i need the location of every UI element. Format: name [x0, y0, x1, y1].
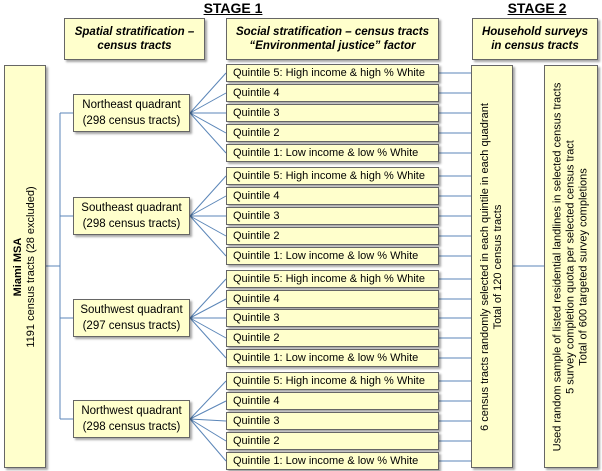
quintile-box: Quintile 4: [226, 392, 439, 410]
quintile-label: Quintile 4: [233, 190, 280, 202]
survey-line3: Total of 600 targeted survey completions: [577, 167, 590, 366]
quadrant-southeast: Southeast quadrant (298 census tracts): [73, 197, 190, 235]
household-survey-box: Used random sample of listed residential…: [544, 65, 598, 468]
quintile-label: Quintile 3: [233, 312, 280, 324]
quintile-box: Quintile 3: [226, 207, 439, 225]
quintile-label: Quintile 5: High income & high % White: [233, 67, 425, 79]
household-surveys-header: Household surveys in census tracts: [472, 18, 598, 60]
quintile-box: Quintile 5: High income & high % White: [226, 167, 439, 185]
quintile-box: Quintile 4: [226, 187, 439, 205]
quintile-box: Quintile 5: High income & high % White: [226, 270, 439, 288]
quintile-box: Quintile 1: Low income & low % White: [226, 247, 439, 265]
quintile-label: Quintile 3: [233, 415, 280, 427]
quintile-label: Quintile 5: High income & high % White: [233, 375, 425, 387]
quadrant-name: Northeast quadrant: [82, 99, 181, 111]
quadrant-name: Southwest quadrant: [80, 304, 183, 316]
quadrant-tracts: (298 census tracts): [82, 218, 181, 230]
quintile-box: Quintile 5: High income & high % White: [226, 64, 439, 82]
quintile-label: Quintile 1: Low income & low % White: [233, 455, 419, 467]
household-header-label: Household surveys in census tracts: [481, 26, 589, 52]
social-stratification-header: Social stratification – census tracts “E…: [226, 18, 439, 60]
quadrant-southwest: Southwest quadrant (297 census tracts): [73, 299, 190, 337]
survey-line2: 5 survey completion quota per selected c…: [564, 139, 577, 394]
quintile-box: Quintile 2: [226, 432, 439, 450]
quintile-label: Quintile 2: [233, 435, 280, 447]
selection-line1: 6 census tracts randomly selected in eac…: [479, 102, 491, 431]
social-header-line1: Social stratification – census tracts: [235, 26, 430, 38]
quintile-box: Quintile 3: [226, 104, 439, 122]
spatial-header-label: Spatial stratification – census tracts: [74, 26, 195, 52]
miami-msa-box: Miami MSA 1191 census tracts (28 exclude…: [4, 65, 46, 468]
quintile-label: Quintile 1: Low income & low % White: [233, 147, 419, 159]
quadrant-northeast: Northeast quadrant (298 census tracts): [73, 94, 190, 132]
quadrant-tracts: (297 census tracts): [82, 320, 181, 332]
quintile-box: Quintile 1: Low income & low % White: [226, 452, 439, 470]
quintile-label: Quintile 5: High income & high % White: [233, 273, 425, 285]
stage-1-title: STAGE 1: [203, 0, 263, 16]
tract-selection-box: 6 census tracts randomly selected in eac…: [471, 65, 513, 468]
quintile-label: Quintile 2: [233, 127, 280, 139]
quintile-box: Quintile 2: [226, 227, 439, 245]
quintile-label: Quintile 5: High income & high % White: [233, 170, 425, 182]
quintile-box: Quintile 3: [226, 309, 439, 327]
msa-title: Miami MSA: [12, 237, 24, 296]
quintile-label: Quintile 3: [233, 210, 280, 222]
quadrant-tracts: (298 census tracts): [82, 421, 181, 433]
quintile-label: Quintile 4: [233, 293, 280, 305]
quintile-box: Quintile 4: [226, 84, 439, 102]
quintile-label: Quintile 4: [233, 87, 280, 99]
quintile-label: Quintile 2: [233, 230, 280, 242]
quintile-label: Quintile 3: [233, 107, 280, 119]
selection-line2: Total of 120 census tracts: [492, 204, 504, 329]
quintile-box: Quintile 1: Low income & low % White: [226, 144, 439, 162]
quadrant-northwest: Northwest quadrant (298 census tracts): [73, 400, 190, 438]
quintile-label: Quintile 1: Low income & low % White: [233, 352, 419, 364]
quintile-box: Quintile 2: [226, 124, 439, 142]
quintile-box: Quintile 4: [226, 290, 439, 308]
quintile-box: Quintile 2: [226, 329, 439, 347]
quadrant-name: Southeast quadrant: [81, 202, 182, 214]
survey-line1: Used random sample of listed residential…: [551, 82, 564, 451]
social-header-line2: “Environmental justice” factor: [249, 40, 416, 52]
quadrant-name: Northwest quadrant: [81, 405, 182, 417]
msa-subtitle: 1191 census tracts (28 excluded): [25, 185, 37, 348]
quintile-box: Quintile 5: High income & high % White: [226, 372, 439, 390]
stage-2-title: STAGE 2: [507, 0, 567, 16]
quadrant-tracts: (298 census tracts): [82, 115, 181, 127]
quintile-label: Quintile 2: [233, 332, 280, 344]
spatial-stratification-header: Spatial stratification – census tracts: [64, 18, 205, 60]
quintile-box: Quintile 3: [226, 412, 439, 430]
quintile-label: Quintile 4: [233, 395, 280, 407]
quintile-label: Quintile 1: Low income & low % White: [233, 250, 419, 262]
quintile-box: Quintile 1: Low income & low % White: [226, 349, 439, 367]
